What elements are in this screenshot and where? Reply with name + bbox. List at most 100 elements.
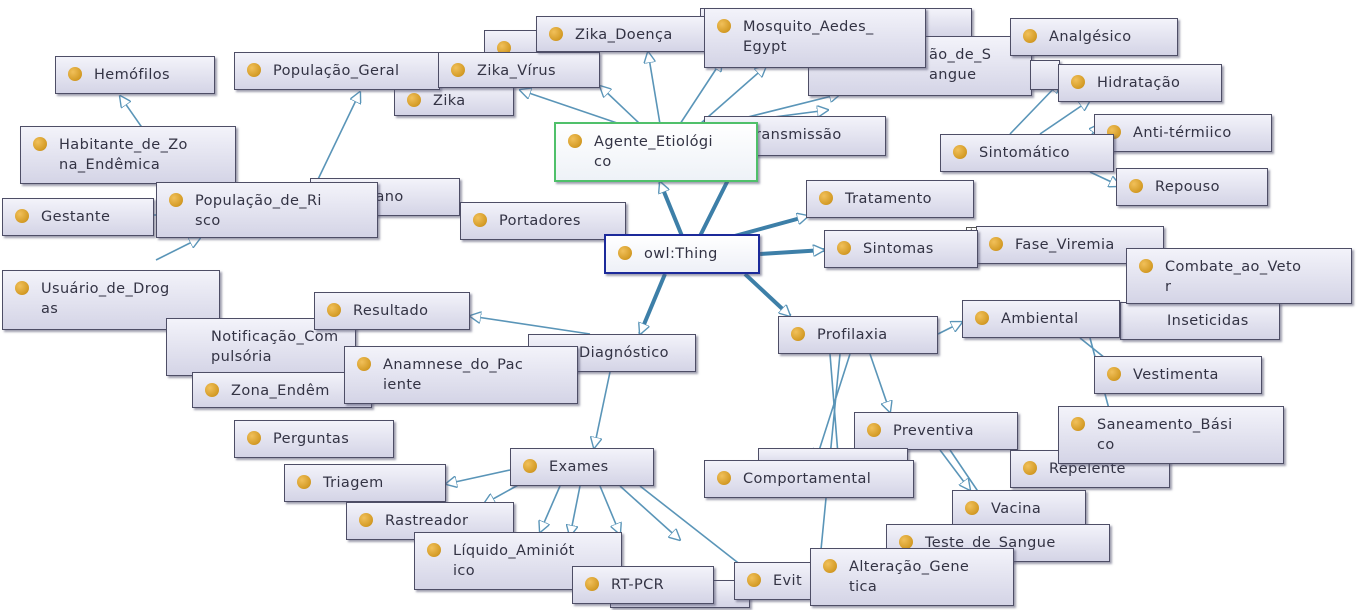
edge-37 bbox=[599, 485, 620, 534]
node-label: Zika bbox=[433, 93, 466, 109]
node-rt-pcr[interactable]: RT-PCR bbox=[572, 566, 714, 604]
node-label: Vacina bbox=[991, 501, 1042, 517]
class-icon bbox=[15, 281, 29, 295]
class-icon bbox=[953, 145, 967, 159]
edge-18 bbox=[1009, 82, 1060, 135]
node-label: Exames bbox=[549, 459, 609, 475]
edge-13 bbox=[520, 90, 621, 125]
edge-33 bbox=[446, 469, 511, 484]
node-saneamento[interactable]: Saneamento_Bási co bbox=[1058, 406, 1284, 464]
node-vestimenta[interactable]: Vestimenta bbox=[1094, 356, 1262, 394]
class-icon bbox=[33, 137, 47, 151]
node-ambiental[interactable]: Ambiental bbox=[962, 300, 1120, 338]
node-combate[interactable]: Combate_ao_Veto r bbox=[1126, 248, 1352, 304]
class-icon bbox=[1023, 29, 1037, 43]
node-resultado[interactable]: Resultado bbox=[314, 292, 470, 330]
class-icon bbox=[68, 67, 82, 81]
node-label: Inseticidas bbox=[1167, 313, 1249, 329]
node-label: Sintomático bbox=[979, 145, 1070, 161]
class-icon bbox=[473, 213, 487, 227]
node-hidratacao[interactable]: Hidratação bbox=[1058, 64, 1222, 102]
class-icon bbox=[837, 241, 851, 255]
node-label: Alteração_Gene tica bbox=[849, 559, 970, 595]
node-zika-doenca[interactable]: Zika_Doença bbox=[536, 16, 720, 52]
node-label: Tratamento bbox=[845, 191, 932, 207]
node-label: Comportamental bbox=[743, 471, 872, 487]
node-label: Repelente bbox=[1049, 461, 1126, 477]
node-repouso[interactable]: Repouso bbox=[1116, 168, 1268, 206]
node-perguntas[interactable]: Perguntas bbox=[234, 420, 394, 458]
node-alteracao[interactable]: Alteração_Gene tica bbox=[810, 548, 1014, 606]
node-owl-thing[interactable]: owl:Thing bbox=[604, 234, 760, 274]
node-label: Habitante_de_Zo na_Endêmica bbox=[59, 137, 188, 173]
node-label: Portadores bbox=[499, 213, 581, 229]
node-profilaxia[interactable]: Profilaxia bbox=[778, 316, 938, 354]
class-icon bbox=[523, 459, 537, 473]
class-icon bbox=[169, 193, 183, 207]
node-sintomatico[interactable]: Sintomático bbox=[940, 134, 1114, 172]
node-anti-termico[interactable]: Anti-térmiico bbox=[1094, 114, 1272, 152]
node-liquido[interactable]: Líquido_Aminiót ico bbox=[414, 532, 622, 590]
node-label: Vestimenta bbox=[1133, 367, 1219, 383]
node-label: População_Geral bbox=[273, 63, 400, 79]
class-icon bbox=[717, 471, 731, 485]
edge-7 bbox=[600, 86, 641, 125]
edge-36 bbox=[570, 485, 581, 536]
node-portadores[interactable]: Portadores bbox=[460, 202, 626, 240]
node-agente-etiologico[interactable]: Agente_Etiológi co bbox=[554, 122, 758, 182]
node-label: ão_de_S angue bbox=[929, 47, 992, 83]
node-zika-virus[interactable]: Zika_Vírus bbox=[438, 52, 600, 88]
node-sintomas[interactable]: Sintomas bbox=[824, 230, 978, 268]
node-analgesico[interactable]: Analgésico bbox=[1010, 18, 1178, 56]
node-label: Profilaxia bbox=[817, 327, 888, 343]
node-label: Perguntas bbox=[273, 431, 350, 447]
node-label: Anti-térmiico bbox=[1133, 125, 1232, 141]
node-combate-back[interactable] bbox=[1030, 60, 1060, 90]
node-label: Analgésico bbox=[1049, 29, 1132, 45]
class-icon bbox=[989, 237, 1003, 251]
node-triagem[interactable]: Triagem bbox=[284, 464, 446, 502]
node-comportamental[interactable]: Comportamental bbox=[704, 460, 914, 498]
node-label: Líquido_Aminiót ico bbox=[453, 543, 575, 579]
edge-34 bbox=[484, 483, 521, 504]
node-hemofilos[interactable]: Hemófilos bbox=[55, 56, 215, 94]
node-label: Diagnóstico bbox=[579, 345, 669, 361]
edge-22 bbox=[937, 322, 962, 335]
class-icon bbox=[975, 311, 989, 325]
node-vacina[interactable]: Vacina bbox=[952, 490, 1086, 528]
node-label: Mosquito_Aedes_ Egypt bbox=[743, 19, 874, 55]
node-populacao-risco[interactable]: População_de_Ri sco bbox=[156, 182, 378, 238]
edge-3 bbox=[759, 250, 824, 254]
node-label: Anamnese_do_Pac iente bbox=[383, 357, 524, 393]
edge-0 bbox=[660, 182, 684, 237]
node-populacao-geral[interactable]: População_Geral bbox=[234, 52, 440, 90]
class-icon bbox=[867, 423, 881, 437]
edge-8 bbox=[648, 52, 661, 125]
node-label: Repouso bbox=[1155, 179, 1220, 195]
edge-5 bbox=[640, 273, 667, 334]
edge-29 bbox=[939, 449, 970, 490]
node-anamnese[interactable]: Anamnese_do_Pac iente bbox=[344, 346, 578, 404]
class-icon bbox=[965, 501, 979, 515]
node-zona-endemica[interactable]: Zona_Endêm bbox=[192, 372, 372, 408]
node-gestante[interactable]: Gestante bbox=[2, 198, 154, 236]
edge-27 bbox=[816, 353, 851, 460]
node-mosquito[interactable]: Mosquito_Aedes_ Egypt bbox=[704, 8, 926, 68]
node-label: Teste_de_Sangue bbox=[925, 535, 1056, 551]
node-tratamento[interactable]: Tratamento bbox=[806, 180, 974, 218]
class-icon bbox=[15, 209, 29, 223]
class-icon bbox=[585, 577, 599, 591]
edge-32 bbox=[594, 371, 611, 448]
node-label: Triagem bbox=[323, 475, 384, 491]
edge-38 bbox=[619, 485, 680, 540]
class-icon bbox=[1107, 367, 1121, 381]
class-icon bbox=[327, 303, 341, 317]
class-icon bbox=[747, 573, 761, 587]
node-inseticidas[interactable]: Inseticidas bbox=[1120, 302, 1280, 340]
node-habitante[interactable]: Habitante_de_Zo na_Endêmica bbox=[20, 126, 236, 184]
class-icon bbox=[407, 93, 421, 107]
node-label: Hemófilos bbox=[94, 67, 171, 83]
node-exames[interactable]: Exames bbox=[510, 448, 654, 486]
class-icon bbox=[359, 513, 373, 527]
node-preventiva[interactable]: Preventiva bbox=[854, 412, 1018, 450]
